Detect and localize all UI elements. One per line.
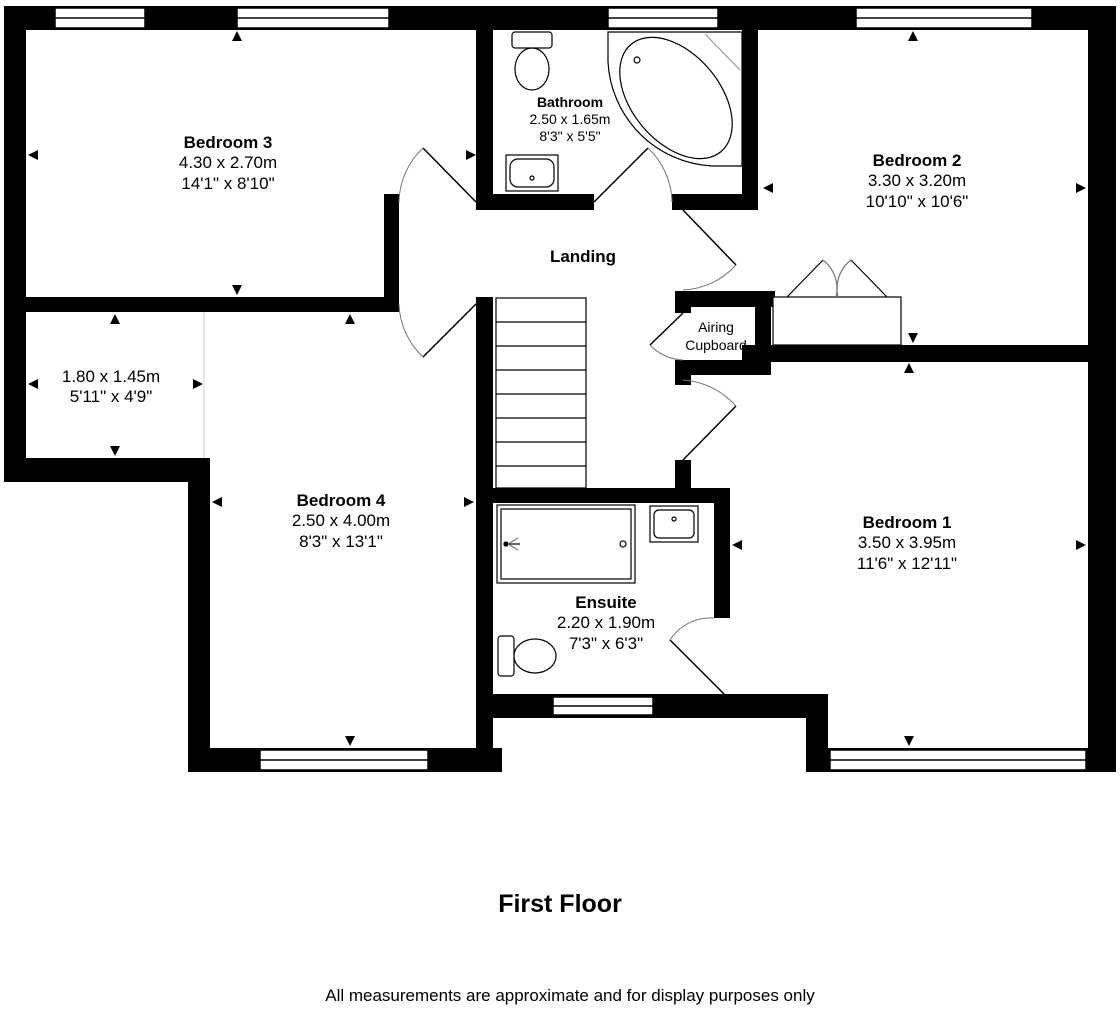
room-metric: 2.50 x 4.00m <box>291 511 391 531</box>
room-name: Bathroom <box>536 94 604 110</box>
door-bathroom <box>593 147 673 203</box>
room-metric: 1.80 x 1.45m <box>61 367 161 386</box>
room-imperial: 14'1" x 8'10" <box>181 173 275 193</box>
room-name: Bedroom 2 <box>872 151 962 170</box>
door-ensuite <box>669 617 725 695</box>
room-metric: 3.30 x 3.20m <box>867 171 967 191</box>
airing-line2: Cupboard <box>685 336 747 353</box>
door-bedroom1 <box>682 379 737 461</box>
room-metric: 4.30 x 2.70m <box>178 153 278 173</box>
room-imperial: 7'3" x 6'3" <box>568 633 644 653</box>
room-name: Bedroom 4 <box>296 491 386 510</box>
door-bedroom2 <box>682 209 737 291</box>
window-bedroom2 <box>855 7 1033 29</box>
stairs <box>495 297 587 489</box>
toilet-bathroom <box>511 31 553 91</box>
corner-bath <box>607 31 743 167</box>
bathroom-fixtures <box>505 31 743 192</box>
window-bedroom3-right <box>236 7 390 29</box>
airing-line1: Airing <box>698 319 734 335</box>
doors <box>398 147 737 695</box>
room-imperial: 8'3" x 13'1" <box>299 531 383 551</box>
room-label-recess: 1.80 x 1.45m 5'11" x 4'9" <box>62 367 160 408</box>
wardrobe <box>772 259 902 346</box>
toilet-ensuite <box>497 635 557 677</box>
door-bedroom3 <box>398 147 477 203</box>
window-bedroom4 <box>259 749 429 771</box>
basin-ensuite <box>649 505 699 543</box>
room-imperial: 10'10" x 10'6" <box>865 191 969 211</box>
window-ensuite <box>552 696 654 716</box>
basin-bathroom <box>505 154 559 192</box>
dimension-arrows <box>28 31 1086 746</box>
room-imperial: 8'3" x 5'5" <box>539 127 601 144</box>
door-airing-cupboard <box>649 312 684 361</box>
room-imperial: 11'6" x 12'11" <box>856 553 958 573</box>
door-bedroom4 <box>398 303 477 358</box>
room-name: Landing <box>549 247 617 266</box>
room-label-ensuite: Ensuite 2.20 x 1.90m 7'3" x 6'3" <box>557 593 655 654</box>
room-imperial: 5'11" x 4'9" <box>69 387 153 407</box>
ensuite-fixtures <box>496 504 699 677</box>
room-label-bedroom4: Bedroom 4 2.50 x 4.00m 8'3" x 13'1" <box>292 491 390 552</box>
shower-tray <box>496 504 636 584</box>
room-metric: 3.50 x 3.95m <box>857 533 957 553</box>
room-label-bathroom: Bathroom 2.50 x 1.65m 8'3" x 5'5" <box>530 94 611 144</box>
disclaimer-text: All measurements are approximate and for… <box>325 986 815 1005</box>
room-label-airing-cupboard: Airing Cupboard <box>685 319 747 354</box>
window-bedroom1 <box>829 749 1087 771</box>
window-bedroom3-left <box>54 7 146 29</box>
floor-title: First Floor <box>498 890 622 918</box>
window-bathroom <box>607 7 719 29</box>
room-label-bedroom1: Bedroom 1 3.50 x 3.95m 11'6" x 12'11" <box>857 513 957 574</box>
room-name: Ensuite <box>575 593 637 612</box>
room-label-bedroom3: Bedroom 3 4.30 x 2.70m 14'1" x 8'10" <box>179 133 277 194</box>
room-name: Bedroom 3 <box>183 133 273 152</box>
floor-plan <box>4 6 1116 772</box>
room-label-landing: Landing <box>550 247 616 267</box>
room-name: Bedroom 1 <box>862 513 952 532</box>
room-label-bedroom2: Bedroom 2 3.30 x 3.20m 10'10" x 10'6" <box>866 151 969 212</box>
room-metric: 2.50 x 1.65m <box>529 110 611 127</box>
room-metric: 2.20 x 1.90m <box>556 613 656 633</box>
windows <box>54 7 1087 771</box>
